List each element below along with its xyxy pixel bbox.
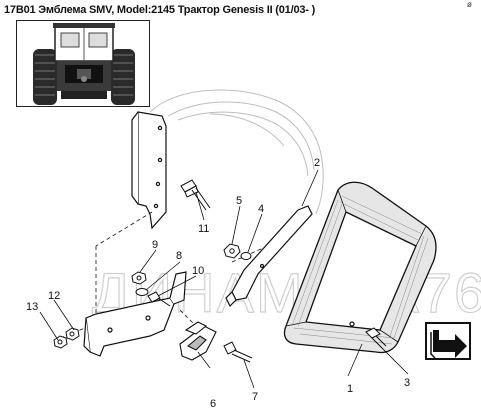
washer-8 xyxy=(135,288,149,296)
page-title: 17B01 Эмблема SMV, Model:2145 Трактор Ge… xyxy=(4,4,316,16)
callout-9: 9 xyxy=(152,239,158,251)
callout-7: 7 xyxy=(252,391,258,403)
bolt-10 xyxy=(147,291,171,307)
next-page-arrow-icon[interactable] xyxy=(425,322,471,360)
callout-8: 8 xyxy=(176,250,182,262)
corner-mark: ø xyxy=(467,0,472,9)
callout-12: 12 xyxy=(48,290,60,302)
callout-10: 10 xyxy=(192,265,204,277)
nut-12 xyxy=(65,327,80,341)
bolt-7 xyxy=(223,341,253,363)
fender-bracket xyxy=(131,111,167,230)
mounting-bracket xyxy=(83,271,187,357)
nut-4 xyxy=(240,252,252,260)
tractor-thumbnail-icon xyxy=(33,23,135,105)
callout-1: 1 xyxy=(347,383,353,395)
callout-11: 11 xyxy=(198,223,209,235)
callout-3: 3 xyxy=(404,377,410,389)
screw-3 xyxy=(365,327,387,349)
bracket-strip-2 xyxy=(225,205,313,308)
leader-lines xyxy=(39,169,409,389)
nut-9 xyxy=(131,271,147,285)
callout-5: 5 xyxy=(236,195,242,207)
nut-5 xyxy=(223,243,241,259)
callout-4: 4 xyxy=(258,203,264,215)
clamp-6 xyxy=(179,321,217,361)
callout-13: 13 xyxy=(26,301,38,313)
nut-13 xyxy=(53,335,68,349)
callout-2: 2 xyxy=(314,157,320,169)
callout-6: 6 xyxy=(210,398,216,410)
bolt-11 xyxy=(180,179,211,211)
tractor-thumbnail xyxy=(16,20,150,107)
smv-reflector xyxy=(283,181,437,354)
fender-outline xyxy=(149,89,324,215)
